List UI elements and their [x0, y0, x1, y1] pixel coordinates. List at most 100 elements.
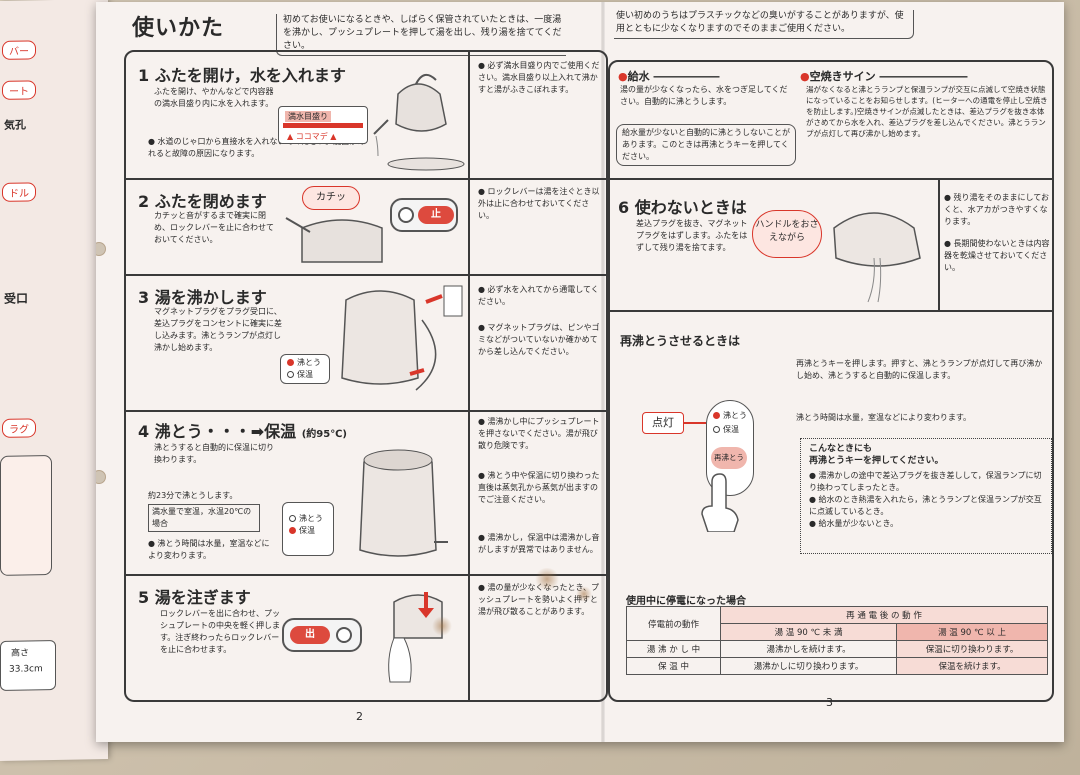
kyusui-body: 湯の量が少なくなったら、水をつぎ足してください。自動的に沸とうします。	[620, 85, 788, 106]
row-divider	[124, 574, 608, 576]
gauge-line	[283, 123, 363, 128]
karayaki-heading: ●空焼きサイン ――――――――	[800, 70, 968, 83]
step-1-body: ふたを開け、やかんなどで内容器の満水目盛り内に水を入れます。	[154, 87, 274, 108]
table-header: 停電前の動作	[626, 606, 721, 641]
pot-keep-warm-illustration	[359, 449, 448, 557]
step-2-body: カチッと音がするまで確実に閉め、ロックレバーを止に合わせておいてください。	[154, 211, 274, 244]
step-6-body: 差込プラグを抜き、マグネットプラグをはずします。ふたをはずして残り湯を捨てます。	[636, 219, 748, 252]
notes-divider	[468, 50, 470, 702]
step-number: 1	[138, 66, 150, 85]
step-2-note: ● ロックレバーは湯を注ぐとき以外は止に合わせておいてください。	[478, 187, 600, 220]
step-6-note-2: ● 長期間使わないときは内容器を乾燥させておいてください。	[944, 239, 1050, 272]
kettle-pouring-illustration	[373, 73, 465, 171]
intro-text: 初めてお使いになるときや、しばらく保管されていたときは、一度湯を沸かし、プッシュ…	[276, 14, 566, 56]
pressing-finger-illustration	[701, 473, 739, 532]
side-tab: ラグ	[2, 418, 36, 438]
outage-heading: 使用中に停電になった場合	[626, 596, 746, 607]
reboil-body-2: 沸とう時間は水量，室温などにより変わります。	[796, 413, 972, 422]
row-divider	[124, 410, 608, 412]
water-level-gauge: 満水目盛り ▲ ココマデ ▲	[278, 106, 368, 144]
previous-page-edge: バー ート 気孔 ドル 受口 ラグ 高さ 33.3cm	[0, 0, 108, 761]
manual-sheet: 使いかた 初めてお使いになるときや、しばらく保管されていたときは、一度湯を沸かし…	[96, 2, 1064, 742]
table-subheader: 湯 温 90 ℃ 以 上	[896, 623, 1048, 641]
steps-frame	[124, 50, 608, 702]
page-title: 使いかた	[132, 16, 225, 41]
boil-lamp-icon	[289, 515, 296, 522]
step-4-time: 約23分で沸とうします。	[148, 491, 238, 500]
stain	[432, 616, 452, 636]
closing-lid-illustration	[285, 217, 383, 263]
keep-warm-lamp-icon	[713, 426, 720, 433]
hint-title: こんなときにも	[809, 444, 873, 454]
page-number-left: 2	[356, 710, 363, 723]
callout-line	[684, 422, 706, 424]
side-tab: バー	[2, 40, 36, 60]
step-1-bullet: ● 水道のじゃ口から直接水を入れないでください。底面がぬれると故障の原因になりま…	[148, 137, 366, 158]
step-1-note: ● 必ず満水目盛り内でご使用ください。満水目盛り以上入れて沸かすと湯がふきこぼれ…	[478, 61, 600, 94]
emptying-pot-illustration	[833, 212, 921, 303]
step-4-note-2: ● 沸とう中や保温に切り換わった直後は蒸気孔から蒸気が出ますのでご注意ください。	[478, 471, 600, 504]
row-divider	[608, 178, 1054, 180]
gauge-mark: ▲ ココマデ ▲	[287, 132, 337, 141]
side-tab: ドル	[2, 182, 36, 202]
keep-warm-lamp-icon	[289, 527, 296, 534]
page-number-right: 3	[826, 696, 833, 709]
reboil-heading: 再沸とうさせるときは	[620, 334, 741, 348]
spec-value: 33.3cm	[9, 664, 43, 675]
lock-lever-illustration: 止	[390, 198, 458, 232]
pouring-hand-illustration	[388, 592, 443, 683]
step-3-note-1: ● 必ず水を入れてから通電してください。	[478, 285, 599, 306]
lit-callout: 点灯	[642, 412, 684, 434]
step-4-note-1: ● 湯沸かし中にプッシュプレートを押さないでください。湯が飛び散り危険です。	[478, 417, 600, 450]
lock-lever-open: 出	[290, 626, 330, 644]
kyusui-heading: ●給水 ――――――	[618, 70, 720, 83]
row-divider	[124, 274, 608, 276]
step-4-heading: 4 沸とう・・・➡保温 (約95℃)	[138, 422, 347, 441]
step-5-body: ロックレバーを出に合わせ、プッシュプレートの中央を軽く押します。注ぎ終わったらロ…	[160, 609, 280, 654]
plugging-in-illustration	[341, 285, 463, 391]
reboil-body: 再沸とうキーを押します。押すと、沸とうランプが点灯して再び沸かし始め、沸とうする…	[796, 359, 1043, 380]
side-tab: ート	[2, 80, 36, 100]
handle-speech-bubble: ハンドルをおさえながら	[752, 210, 822, 258]
side-text: 気孔	[4, 118, 26, 132]
step-4-note-3: ● 湯沸かし，保温中は湯沸かし音がしますが異常ではありません。	[478, 533, 600, 554]
step-6-heading: 6 使わないときは	[618, 198, 747, 217]
punch-hole	[96, 242, 106, 256]
hint-subtitle: 再沸とうキーを押してください。	[809, 456, 944, 466]
gauge-label: 満水目盛り	[285, 111, 331, 122]
table-subheader: 湯 温 90 ℃ 未 満	[719, 623, 898, 641]
notes-divider	[938, 178, 940, 310]
table-header: 再 通 電 後 の 動 作	[720, 606, 1048, 624]
kyusui-note-box: 給水量が少ないと自動的に沸とうしないことがあります。このときは再沸とうキーを押し…	[616, 124, 796, 166]
step-3-note-2: ● マグネットプラグは、ピンやゴミなどがついていないか確かめてから差し込んでくだ…	[478, 323, 600, 356]
step-4-bullet: ● 沸とう時間は水量，室温などにより変わります。	[148, 539, 270, 560]
row-divider	[608, 310, 1054, 312]
outage-table: 停電前の動作 再 通 電 後 の 動 作 湯 温 90 ℃ 未 満 湯 温 90…	[626, 606, 1048, 675]
lamp-panel: 沸とう 保温	[280, 354, 330, 384]
stain	[534, 568, 560, 590]
step-5-heading: 5 湯を注ぎます	[138, 588, 251, 607]
side-text: 受口	[4, 291, 29, 306]
step-title: ふたを開け，水を入れます	[154, 66, 346, 85]
hint-item: ● 給水のとき熱湯を入れたら，沸とうランプと保温ランプが交互に点滅しているとき。	[809, 495, 1042, 516]
row-divider	[124, 178, 608, 180]
reboil-key: 再沸とう	[711, 447, 747, 469]
right-frame	[608, 60, 1054, 702]
step-3-heading: 3 湯を沸かします	[138, 288, 267, 307]
karayaki-body: 湯がなくなると沸とうランプと保温ランプが交互に点滅して空焼き状態になっていること…	[806, 85, 1048, 138]
spec-label: 高さ	[11, 648, 30, 659]
stain	[576, 586, 592, 602]
side-illustration	[0, 455, 52, 576]
hint-item: ● 給水量が少ないとき。	[809, 519, 899, 528]
step-1-heading: 1 ふたを開け，水を入れます	[138, 62, 346, 86]
lock-lever-stop: 止	[418, 206, 454, 224]
punch-hole	[96, 470, 106, 484]
boil-lamp-icon	[713, 412, 720, 419]
step-3-body: マグネットプラグをプラグ受口に、差込プラグをコンセントに確実に差し込みます。沸と…	[154, 307, 282, 352]
right-intro-text: 使い初めのうちはプラスチックなどの臭いがすることがありますが、使用とともに少なく…	[614, 10, 914, 39]
step-4-body: 沸とうすると自動的に保温に切り換わります。	[154, 443, 274, 464]
step-4-condition: 満水量で室温，水温20℃の場合	[148, 504, 260, 532]
table-row: 湯 沸 か し 中 湯沸かしを続けます。 保温に切り換わります。	[626, 640, 1048, 658]
lock-lever-illustration: 出	[282, 618, 362, 652]
click-sound-bubble: カチッ	[302, 186, 360, 210]
